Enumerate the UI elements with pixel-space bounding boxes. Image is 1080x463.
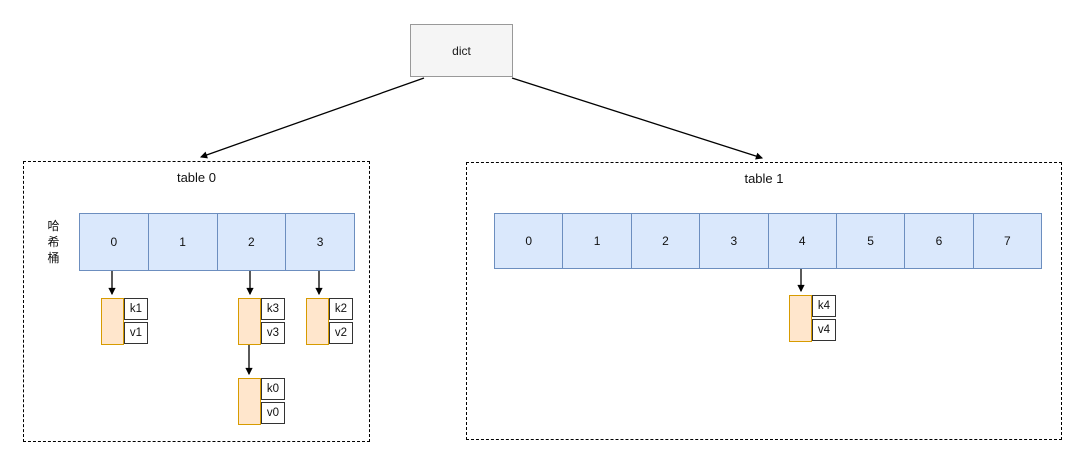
table1-bucket-1: 1 <box>562 213 632 269</box>
entry-k0v0-key-cell: k0 <box>261 378 285 400</box>
table1-bucket-2: 2 <box>630 213 701 269</box>
table1-bucket-5: 5 <box>835 213 906 269</box>
entry-k4v4-value-cell: v4 <box>812 319 836 341</box>
table0-bucket-3: 3 <box>285 213 355 271</box>
table0-bucket-2: 2 <box>216 213 287 271</box>
entry-k1v1-key-cell: k1 <box>124 298 148 320</box>
entry-k4v4-node-rect <box>789 295 812 342</box>
table0-bucket-array: 0 1 2 3 <box>79 213 355 271</box>
hash-bucket-side-label: 哈希桶 <box>47 219 60 265</box>
table1-title: table 1 <box>744 171 784 186</box>
entry-k3v3-key-cell: k3 <box>261 298 285 320</box>
table0-container: table 0 哈希桶 0 1 2 3 <box>23 161 370 442</box>
table0-bucket-1: 1 <box>147 213 218 271</box>
table1-bucket-array: 0 1 2 3 4 5 6 7 <box>494 213 1042 269</box>
entry-k1v1-value-cell: v1 <box>124 322 148 344</box>
entry-k2v2-key-cell: k2 <box>329 298 353 320</box>
arrow-dict-to-table0 <box>199 77 425 159</box>
dict-root-label: dict <box>452 43 471 58</box>
entry-k1v1: k1 v1 <box>101 298 148 345</box>
entry-k4v4: k4 v4 <box>789 295 836 342</box>
entry-k2v2: k2 v2 <box>306 298 353 345</box>
entry-k2v2-value-cell: v2 <box>329 322 353 344</box>
table1-bucket-0: 0 <box>494 213 564 269</box>
table1-container: table 1 0 1 2 3 4 5 6 7 <box>466 162 1062 440</box>
dict-root-node: dict <box>410 24 513 77</box>
entry-k3v3-node-rect <box>238 298 261 345</box>
entry-k4v4-key-cell: k4 <box>812 295 836 317</box>
table0-bucket-0: 0 <box>79 213 149 271</box>
entry-k0v0-node-rect <box>238 378 261 425</box>
arrow-dict-to-table1 <box>511 77 764 160</box>
table1-bucket-7: 7 <box>972 213 1042 269</box>
entry-k3v3: k3 v3 <box>238 298 285 345</box>
entry-k1v1-node-rect <box>101 298 124 345</box>
entry-k0v0-value-cell: v0 <box>261 402 285 424</box>
table1-bucket-4: 4 <box>767 213 837 269</box>
entry-k2v2-node-rect <box>306 298 329 345</box>
table1-bucket-6: 6 <box>904 213 974 269</box>
entry-k0v0: k0 v0 <box>238 378 285 425</box>
entry-k3v3-value-cell: v3 <box>261 322 285 344</box>
table1-bucket-3: 3 <box>699 213 769 269</box>
table0-title: table 0 <box>176 170 217 185</box>
